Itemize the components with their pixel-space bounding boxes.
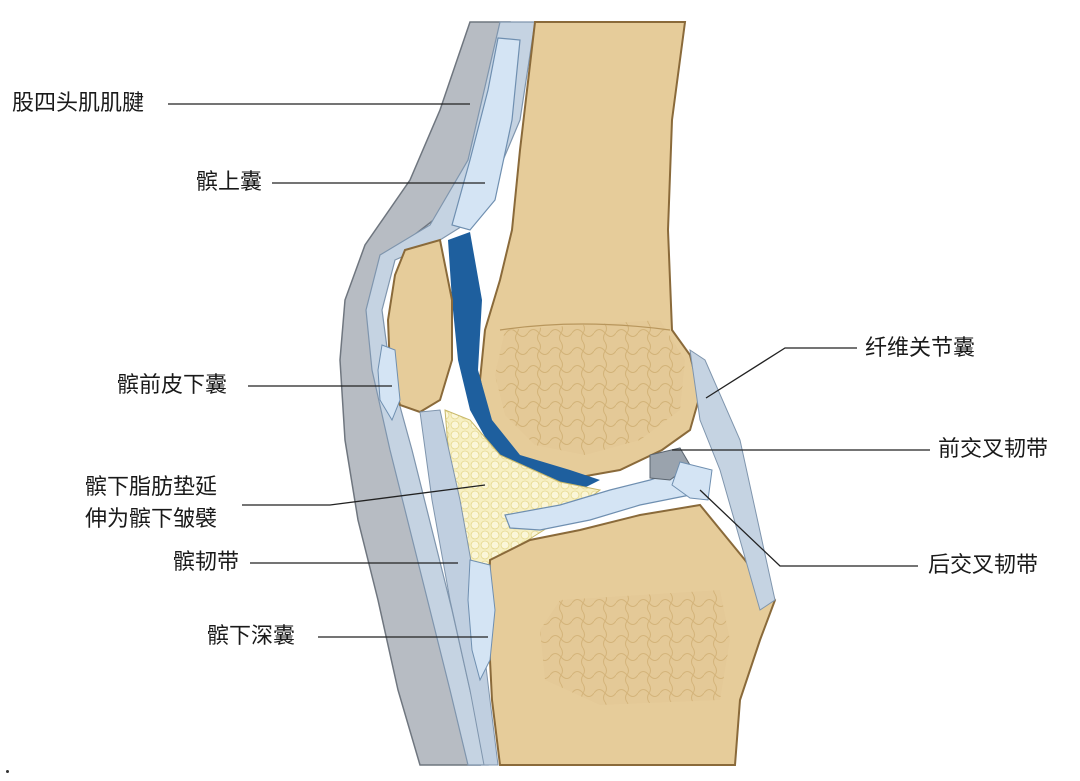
label-fibrous-capsule: 纤维关节囊 [865,336,976,361]
deep-infrapatellar-bursa-shape [467,559,496,682]
leader-fibrous-capsule [705,347,857,399]
label-acl: 前交叉韧带 [938,437,1049,462]
stray-dot [6,770,9,773]
leader-pcl [699,489,918,567]
label-deep-infrapatellar-bursa: 髌下深囊 [207,624,296,649]
posterior-capsule [689,348,776,611]
leader-fat-pad [242,484,486,506]
femoral-cartilage [448,232,600,490]
pcl-shape [671,461,713,501]
label-fat-pad-line2: 伸为髌下皱襞 [85,507,218,532]
label-quadriceps-tendon: 股四头肌肌腱 [12,91,145,116]
prepatellar-bursa-shape [377,344,401,422]
label-prepatellar-bursa: 髌前皮下囊 [117,373,228,398]
label-suprapatellar-bursa: 髌上囊 [196,170,263,195]
leader-lines [168,103,930,638]
label-fat-pad-line1: 髌下脂肪垫延 [85,475,218,500]
suprapatellar-bursa-shape [451,37,521,231]
label-pcl: 后交叉韧带 [928,553,1039,578]
tibia-spongy [540,590,730,705]
femur-condyle-spongy [495,320,685,455]
label-patellar-ligament: 髌韧带 [173,550,240,575]
